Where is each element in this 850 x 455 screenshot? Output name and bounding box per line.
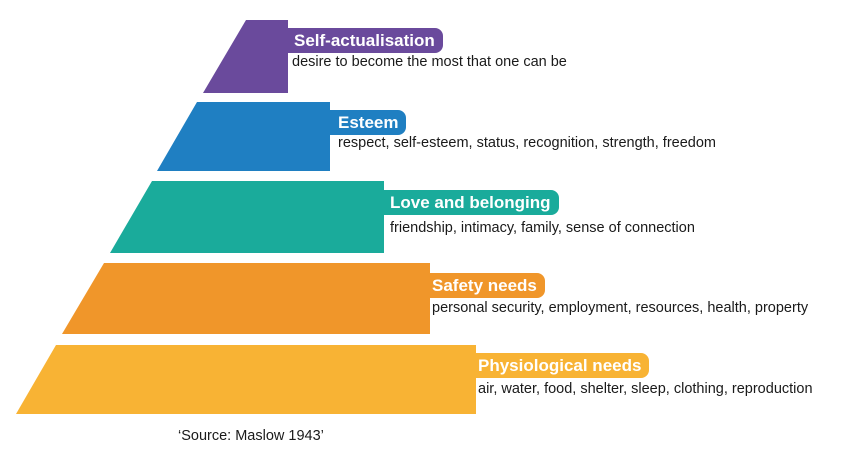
level-4-description: personal security, employment, resources… bbox=[432, 300, 809, 316]
level-1-description: desire to become the most that one can b… bbox=[292, 54, 567, 70]
level-3-description: friendship, intimacy, family, sense of c… bbox=[390, 220, 695, 236]
level-2-title: Esteem bbox=[330, 110, 407, 135]
pyramid-level-4 bbox=[62, 263, 430, 334]
level-5-title: Physiological needs bbox=[476, 353, 650, 378]
level-1-title: Self-actualisation bbox=[288, 28, 443, 53]
level-4-title: Safety needs bbox=[430, 273, 545, 298]
pyramid-level-2 bbox=[157, 102, 330, 171]
source-caption: ‘Source: Maslow 1943’ bbox=[178, 428, 324, 444]
pyramid-level-5 bbox=[16, 345, 476, 414]
level-3-title: Love and belonging bbox=[384, 190, 559, 215]
level-5-description: air, water, food, shelter, sleep, clothi… bbox=[478, 381, 813, 397]
level-2-description: respect, self-esteem, status, recognitio… bbox=[338, 135, 716, 151]
pyramid-level-3 bbox=[110, 181, 384, 253]
pyramid-level-1 bbox=[203, 20, 288, 93]
